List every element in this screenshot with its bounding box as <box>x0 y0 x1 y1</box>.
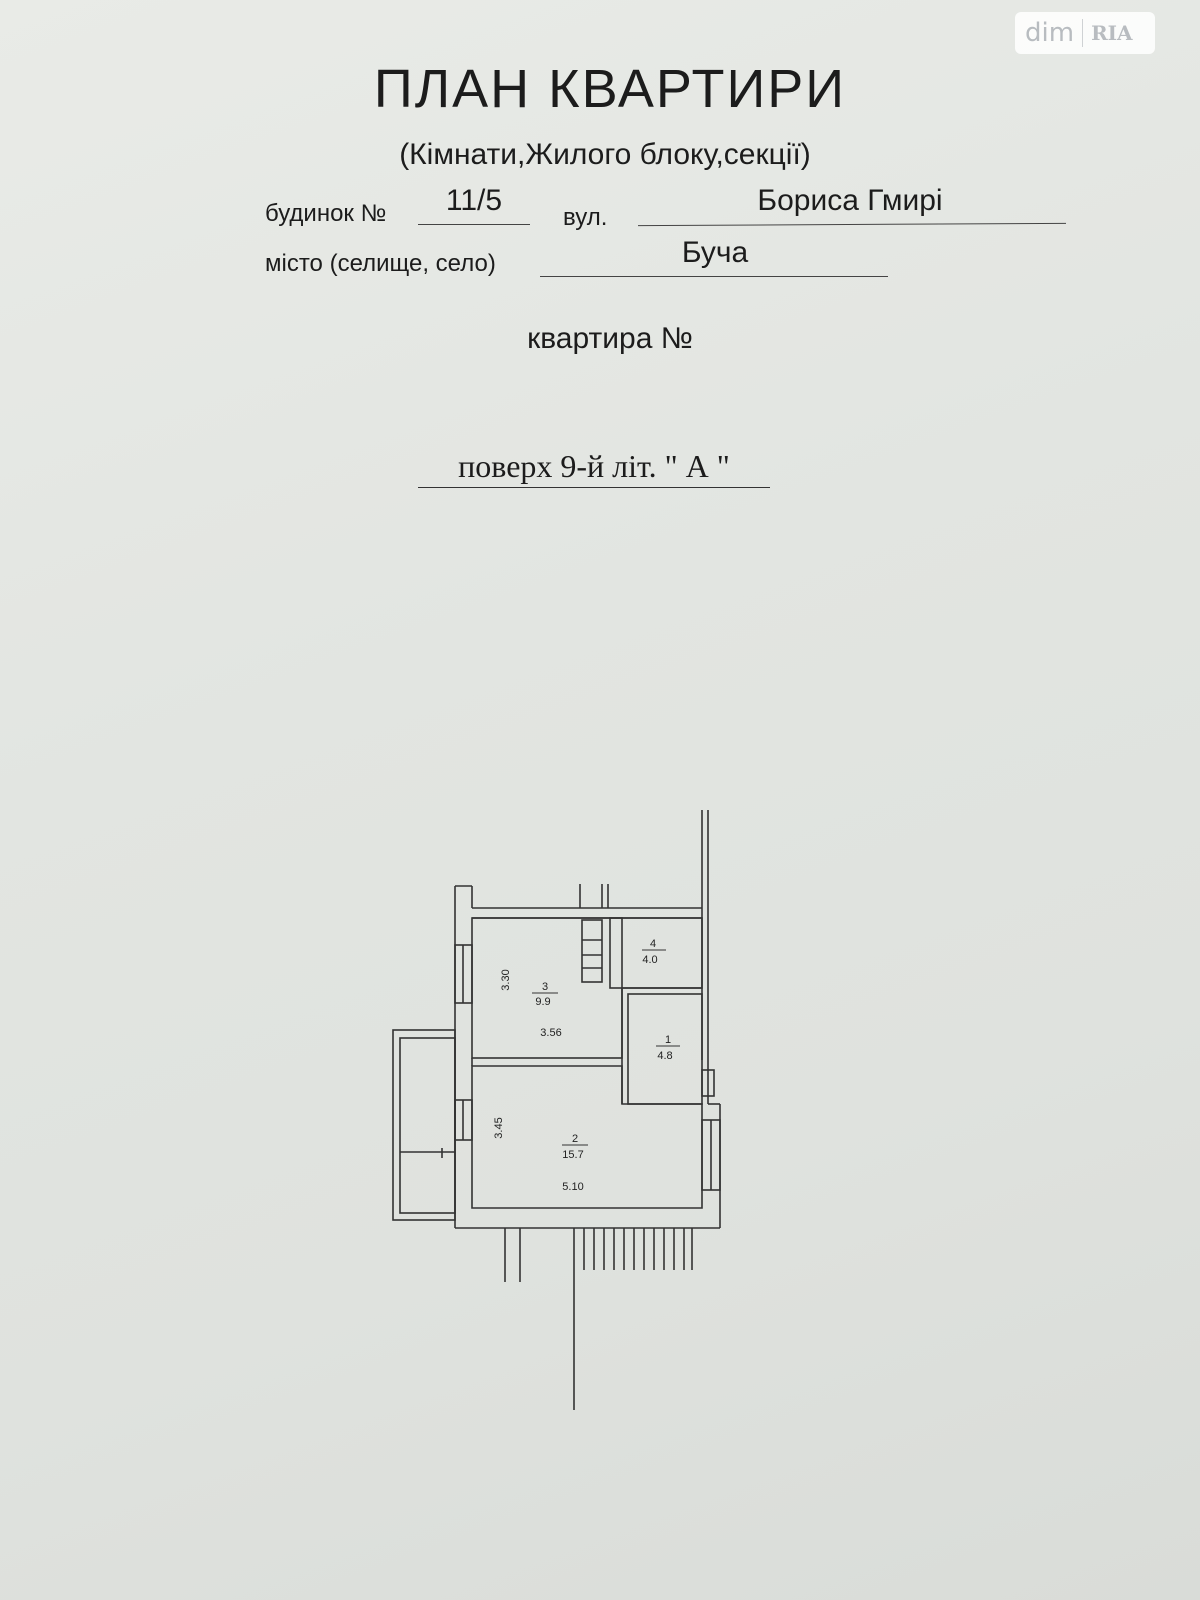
street-value: Бориса Гмирі <box>757 184 943 217</box>
house-value: 11/5 <box>445 184 503 217</box>
room-2-area: 15.7 <box>562 1149 583 1161</box>
street-label: вул. <box>563 204 608 231</box>
room-1-area: 4.8 <box>657 1050 672 1062</box>
room-3-depth: 3.30 <box>500 969 512 990</box>
plan-walls <box>392 810 721 1410</box>
document-subtitle: (Кімнати,Жилого блоку,секції) <box>399 138 811 171</box>
room-2-depth: 3.45 <box>493 1117 505 1138</box>
room-4-area: 4.0 <box>642 954 657 966</box>
city-value: Буча <box>681 236 749 269</box>
room-1-number: 1 <box>665 1034 671 1046</box>
document-title: ПЛАН КВАРТИРИ <box>373 59 847 119</box>
watermark-ria: RIA <box>1091 21 1133 45</box>
room-2-width: 5.10 <box>562 1181 583 1193</box>
room-3-area: 9.9 <box>535 996 550 1008</box>
city-underline <box>540 276 888 277</box>
house-label: будинок № <box>265 200 387 227</box>
room-3-width: 3.56 <box>540 1027 561 1039</box>
apartment-label: квартира № <box>527 322 693 355</box>
room-2-number: 2 <box>572 1133 578 1145</box>
watermark-divider <box>1082 19 1084 47</box>
dimria-watermark: dim RIA <box>1015 12 1155 54</box>
house-underline <box>418 224 530 225</box>
watermark-dim: dim <box>1025 18 1075 48</box>
floor-label: поверх 9-й літ. " А " <box>418 448 770 488</box>
room-4-number: 4 <box>650 938 656 950</box>
city-label: місто (селище, село) <box>265 250 496 277</box>
room-3-number: 3 <box>542 981 548 993</box>
